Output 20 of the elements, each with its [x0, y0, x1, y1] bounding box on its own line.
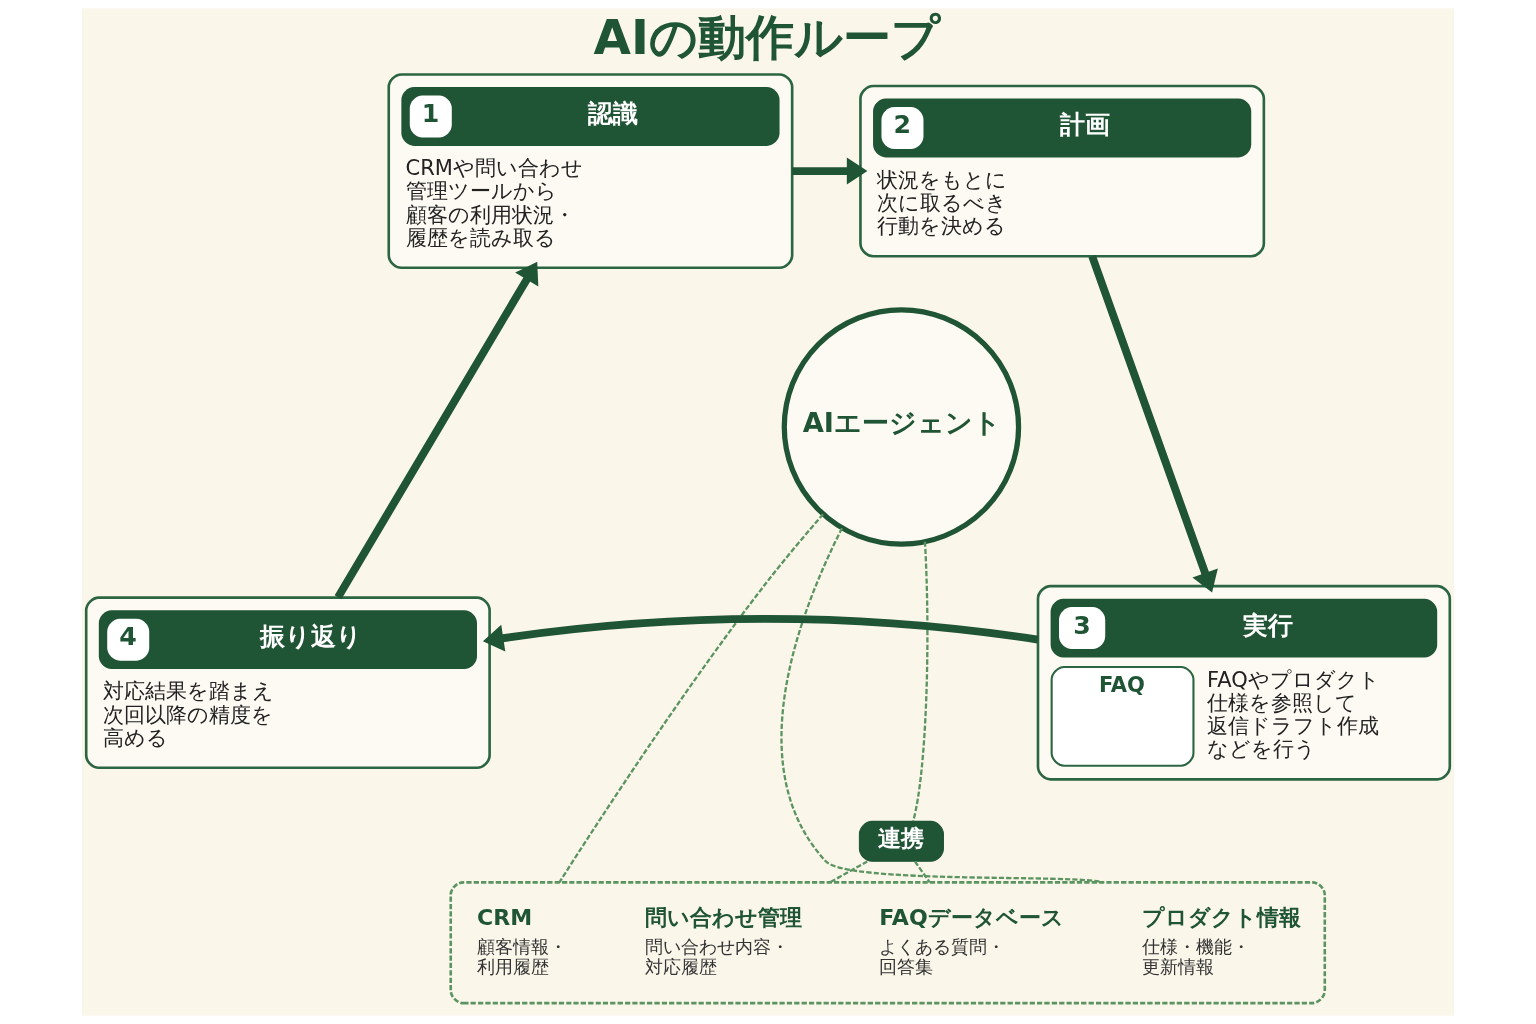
diagram-title: AIの動作ループ: [593, 9, 940, 66]
arrow: [334, 261, 539, 600]
connector: [912, 541, 929, 822]
cluster: [449, 881, 1327, 1005]
connector: [829, 860, 868, 884]
node-text: CRM 顧客情報・利用履歴: [477, 904, 567, 977]
arrow: [792, 157, 868, 185]
node-box: 3 実行 FAQ FAQやプロダクト仕様を参照して返信ドラフト作成などを行う: [1036, 584, 1452, 781]
node-box: 4 振り返り 対応結果を踏まえ次回以降の精度を高める: [84, 596, 491, 770]
arrow: [482, 615, 1039, 652]
node-text: 問い合わせ管理 問い合わせ内容・対応履歴: [645, 904, 803, 977]
node-text: プロダクト情報 仕様・機能・更新情報: [1141, 904, 1301, 977]
node-box: 1 認識 CRMや問い合わせ管理ツールから顧客の利用状況・履歴を読み取る: [387, 73, 794, 270]
node-circle: AIエージェント: [781, 307, 1022, 547]
connector: [558, 513, 824, 883]
arrow: [1088, 254, 1218, 593]
node-box: 連携: [858, 820, 944, 862]
connector: [914, 860, 931, 883]
node-box: 2 計画 状況をもとに次に取るべき行動を決める: [859, 84, 1266, 258]
node-text: FAQデータベース よくある質問・回答集: [879, 904, 1064, 977]
